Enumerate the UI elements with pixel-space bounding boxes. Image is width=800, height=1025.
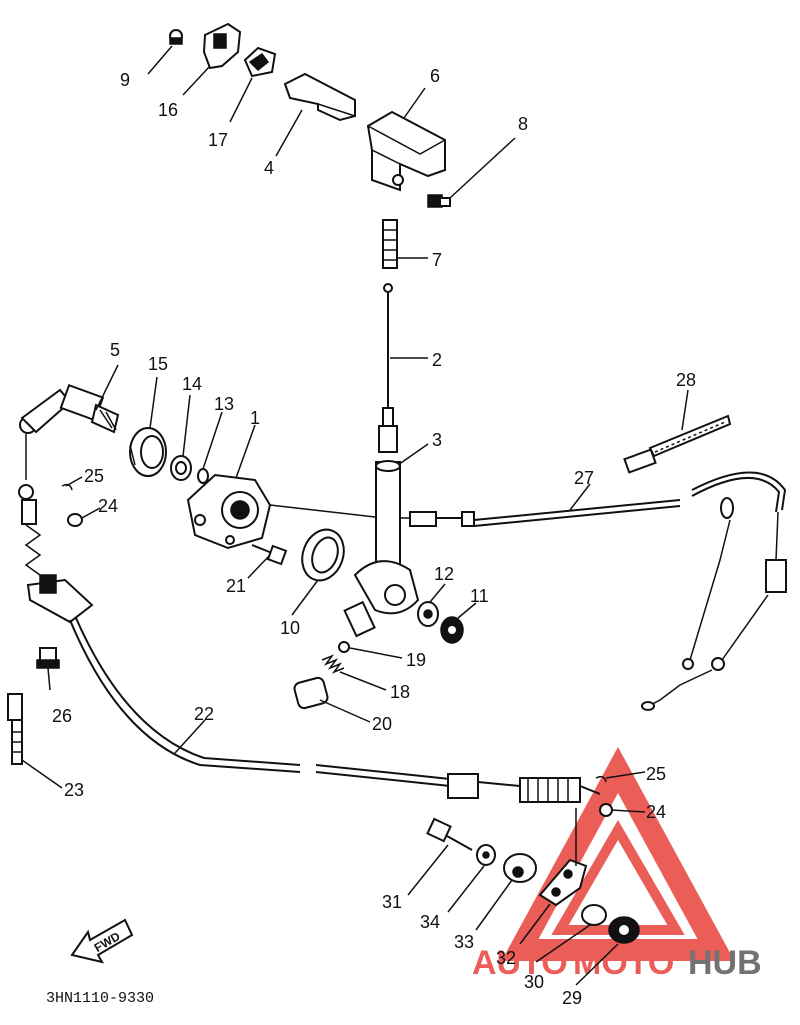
part-30-bushing: [581, 904, 607, 926]
part-34-washer: [476, 844, 496, 866]
label-17: 17: [208, 130, 228, 150]
part-22-shift-cable: [69, 617, 601, 803]
part-27-cable: [409, 471, 787, 711]
part-18-spring: [321, 654, 345, 674]
label-19: 19: [406, 650, 426, 670]
label-4: 4: [264, 158, 274, 178]
label-30: 30: [524, 972, 544, 992]
part-11-nut: [440, 616, 464, 644]
label-3: 3: [432, 430, 442, 450]
label-9: 9: [120, 70, 130, 90]
part-20-cap: [293, 676, 329, 710]
part-6-lever-box: [366, 110, 446, 192]
label-27: 27: [574, 468, 594, 488]
label-1: 1: [250, 408, 260, 428]
part-22-cable-upper-end: [18, 484, 94, 624]
part-3-shaft: [343, 460, 430, 638]
label-31: 31: [382, 892, 402, 912]
watermark-hub: HUB: [688, 944, 762, 982]
label-29: 29: [562, 988, 582, 1008]
part-5-shift-arm: [19, 383, 120, 434]
label-5: 5: [110, 340, 120, 360]
label-14: 14: [182, 374, 202, 394]
leader-lines: [21, 45, 689, 986]
part-25-cotter-pin-right: [595, 775, 607, 783]
part-12-washer: [417, 601, 439, 627]
part-9-screw: [169, 29, 183, 45]
part-1-housing: [186, 473, 376, 550]
part-24-pin-left: [67, 513, 83, 527]
label-20: 20: [372, 714, 392, 734]
label-6: 6: [430, 66, 440, 86]
label-10: 10: [280, 618, 300, 638]
label-12: 12: [434, 564, 454, 584]
label-15: 15: [148, 354, 168, 374]
part-19-ball: [338, 641, 350, 653]
part-labels: 9 16 17 4 6 8 7 2 3 5 15 14 13 1 25 24 2…: [52, 66, 696, 1008]
part-32-lever: [538, 858, 588, 907]
part-21-bolt: [251, 544, 288, 566]
part-28-strap: [623, 414, 732, 474]
label-34: 34: [420, 912, 440, 932]
watermark-moto: MOTO: [573, 944, 674, 982]
label-11: 11: [470, 586, 489, 606]
label-8: 8: [518, 114, 528, 134]
label-25-right: 25: [646, 764, 666, 784]
label-28: 28: [676, 370, 696, 390]
part-7-threaded-rod: [382, 219, 398, 269]
label-22: 22: [194, 704, 214, 724]
part-29-nut: [608, 916, 640, 944]
diagram-code: 3HN1110-9330: [46, 990, 154, 1007]
label-32: 32: [496, 948, 516, 968]
label-23: 23: [64, 780, 84, 800]
part-33-collar: [503, 853, 537, 883]
part-2-rod: [378, 283, 398, 453]
fwd-arrow: FWD: [70, 918, 134, 964]
part-15-seal: [129, 427, 167, 477]
part-14-washer: [170, 455, 192, 481]
part-16-bracket: [202, 22, 242, 70]
label-13: 13: [214, 394, 234, 414]
label-18: 18: [390, 682, 410, 702]
part-17-clip: [243, 46, 277, 78]
part-31-bolt: [426, 817, 473, 851]
part-26-grommet: [36, 647, 60, 669]
label-7: 7: [432, 250, 442, 270]
label-24-right: 24: [646, 802, 666, 822]
label-2: 2: [432, 350, 442, 370]
label-16: 16: [158, 100, 178, 120]
label-26: 26: [52, 706, 72, 726]
part-13-oring: [197, 468, 209, 484]
label-21: 21: [226, 576, 246, 596]
label-24-left: 24: [98, 496, 118, 516]
label-25-left: 25: [84, 466, 104, 486]
part-8-bolt: [427, 194, 451, 208]
part-10-gasket: [301, 528, 345, 582]
label-33: 33: [454, 932, 474, 952]
part-4-knob: [283, 72, 356, 122]
part-23-clip: [7, 693, 23, 765]
part-24-pin-right: [599, 803, 613, 817]
